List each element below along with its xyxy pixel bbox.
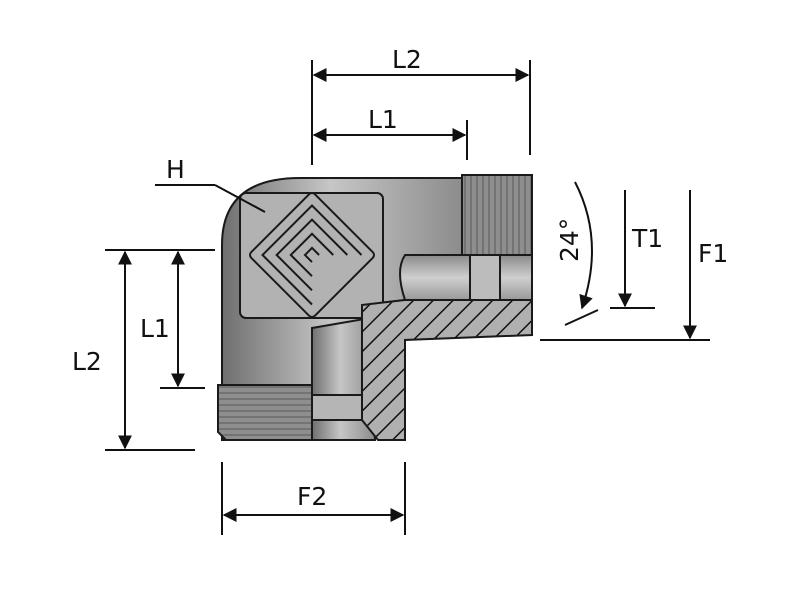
bore-seat-right: [469, 254, 501, 301]
logo-panel: [239, 192, 384, 319]
label-f1: F1: [698, 239, 728, 268]
fitting-body: [217, 174, 533, 441]
label-f2: F2: [297, 482, 327, 511]
dimension-lines: [105, 60, 710, 535]
label-left-l1: L1: [140, 314, 170, 343]
label-t1: T1: [631, 224, 663, 253]
label-top-l1: L1: [368, 105, 398, 134]
label-left-l2: L2: [72, 347, 102, 376]
thread-left: [217, 384, 313, 441]
label-h: H: [166, 155, 185, 184]
label-angle: 24°: [555, 218, 584, 262]
hatched-section: [361, 299, 533, 441]
thread-right: [461, 174, 533, 256]
brand-logo-icon: [249, 192, 375, 318]
horizontal-bore: [399, 254, 533, 301]
label-top-l2: L2: [392, 45, 422, 74]
